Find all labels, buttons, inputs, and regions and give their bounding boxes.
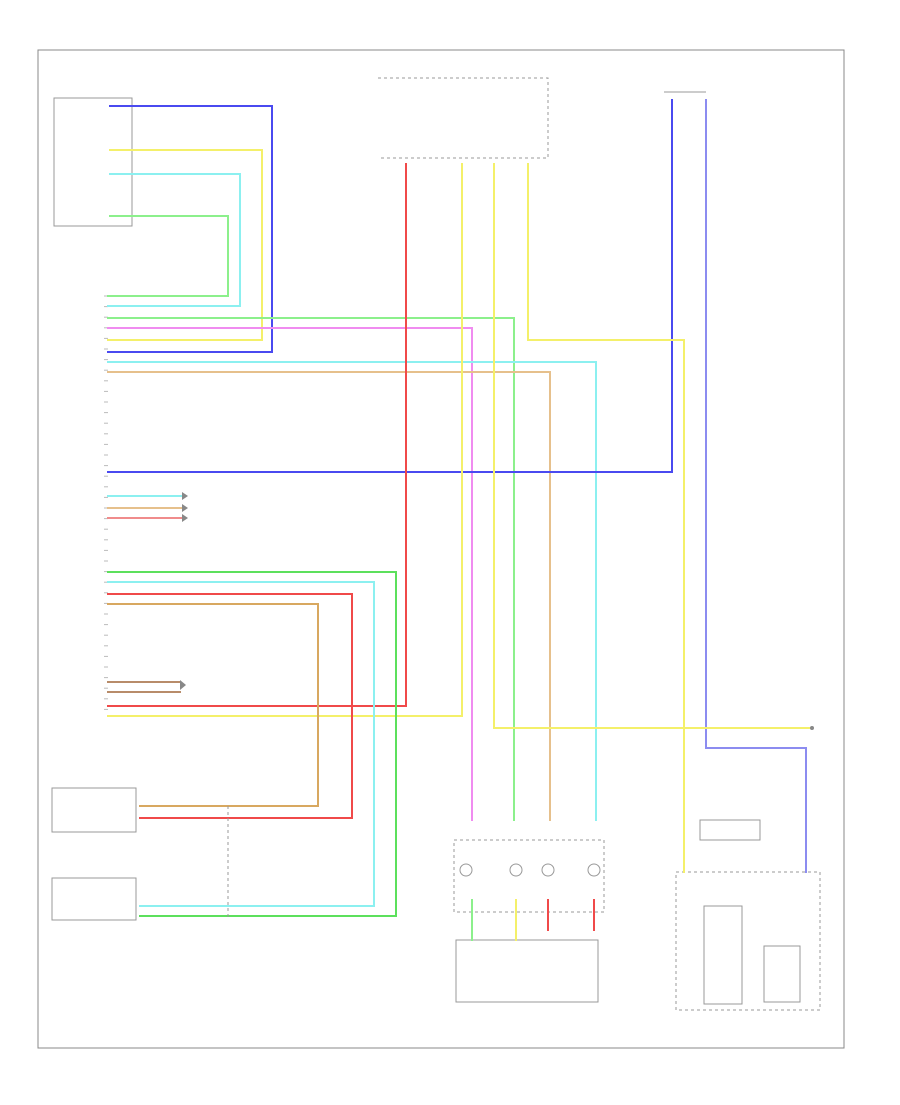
wire-lightblue-clock: [107, 361, 597, 821]
wire-tan-clock: [107, 371, 551, 821]
wire-yellow-fuse-srs: [107, 163, 463, 717]
wire-blue-ignition: [107, 99, 673, 473]
right-front-impact-sensor-box: [51, 877, 137, 921]
wire-blue-passenger: [705, 99, 807, 873]
wire-yellow-fuse-passenger: [527, 163, 685, 873]
wire-yellow-cross: [493, 163, 813, 729]
wire-red-fuse: [107, 163, 407, 707]
front-passenger-sensor-box: [53, 97, 133, 227]
fuse-junction-box: [378, 77, 549, 159]
wire-lightblue-rf-sensor: [107, 581, 375, 907]
wire-lightblue-sensor: [107, 173, 241, 307]
wire-pink-clock: [107, 327, 473, 821]
clock-spring-terminal-1: [459, 863, 473, 877]
left-front-impact-sensor-box: [51, 787, 137, 833]
wire-lightgreen-sensor: [107, 215, 229, 297]
passenger-airbag-inner-left: [703, 905, 743, 1005]
connector-arrow-2: [182, 504, 188, 512]
wire-green-rf-sensor: [107, 571, 397, 917]
airbag-label-box: [699, 819, 761, 841]
wire-yellow-sensor: [107, 149, 263, 341]
connector-arrow-4: [180, 680, 186, 690]
passenger-airbag-inner-right: [763, 945, 801, 1003]
wire-tan-lf-sensor: [107, 603, 319, 807]
clock-spring-terminal-4: [587, 863, 601, 877]
connector-arrow-3: [182, 514, 188, 522]
wire-blue-sensor: [107, 105, 273, 353]
connector-arrow-1: [182, 492, 188, 500]
clock-spring-terminal-3: [541, 863, 555, 877]
wire-terminator: [810, 726, 814, 730]
driver-airbag-module-box: [455, 939, 599, 1003]
passenger-airbag-module-box: [675, 871, 821, 1011]
wire-red-lf-sensor: [107, 593, 353, 819]
clock-spring-box: [453, 839, 605, 913]
diagram-frame: [37, 49, 845, 1049]
clock-spring-terminal-2: [509, 863, 523, 877]
srs-unit-pin-column: [104, 295, 108, 710]
wire-lightgreen-clock: [107, 317, 515, 821]
